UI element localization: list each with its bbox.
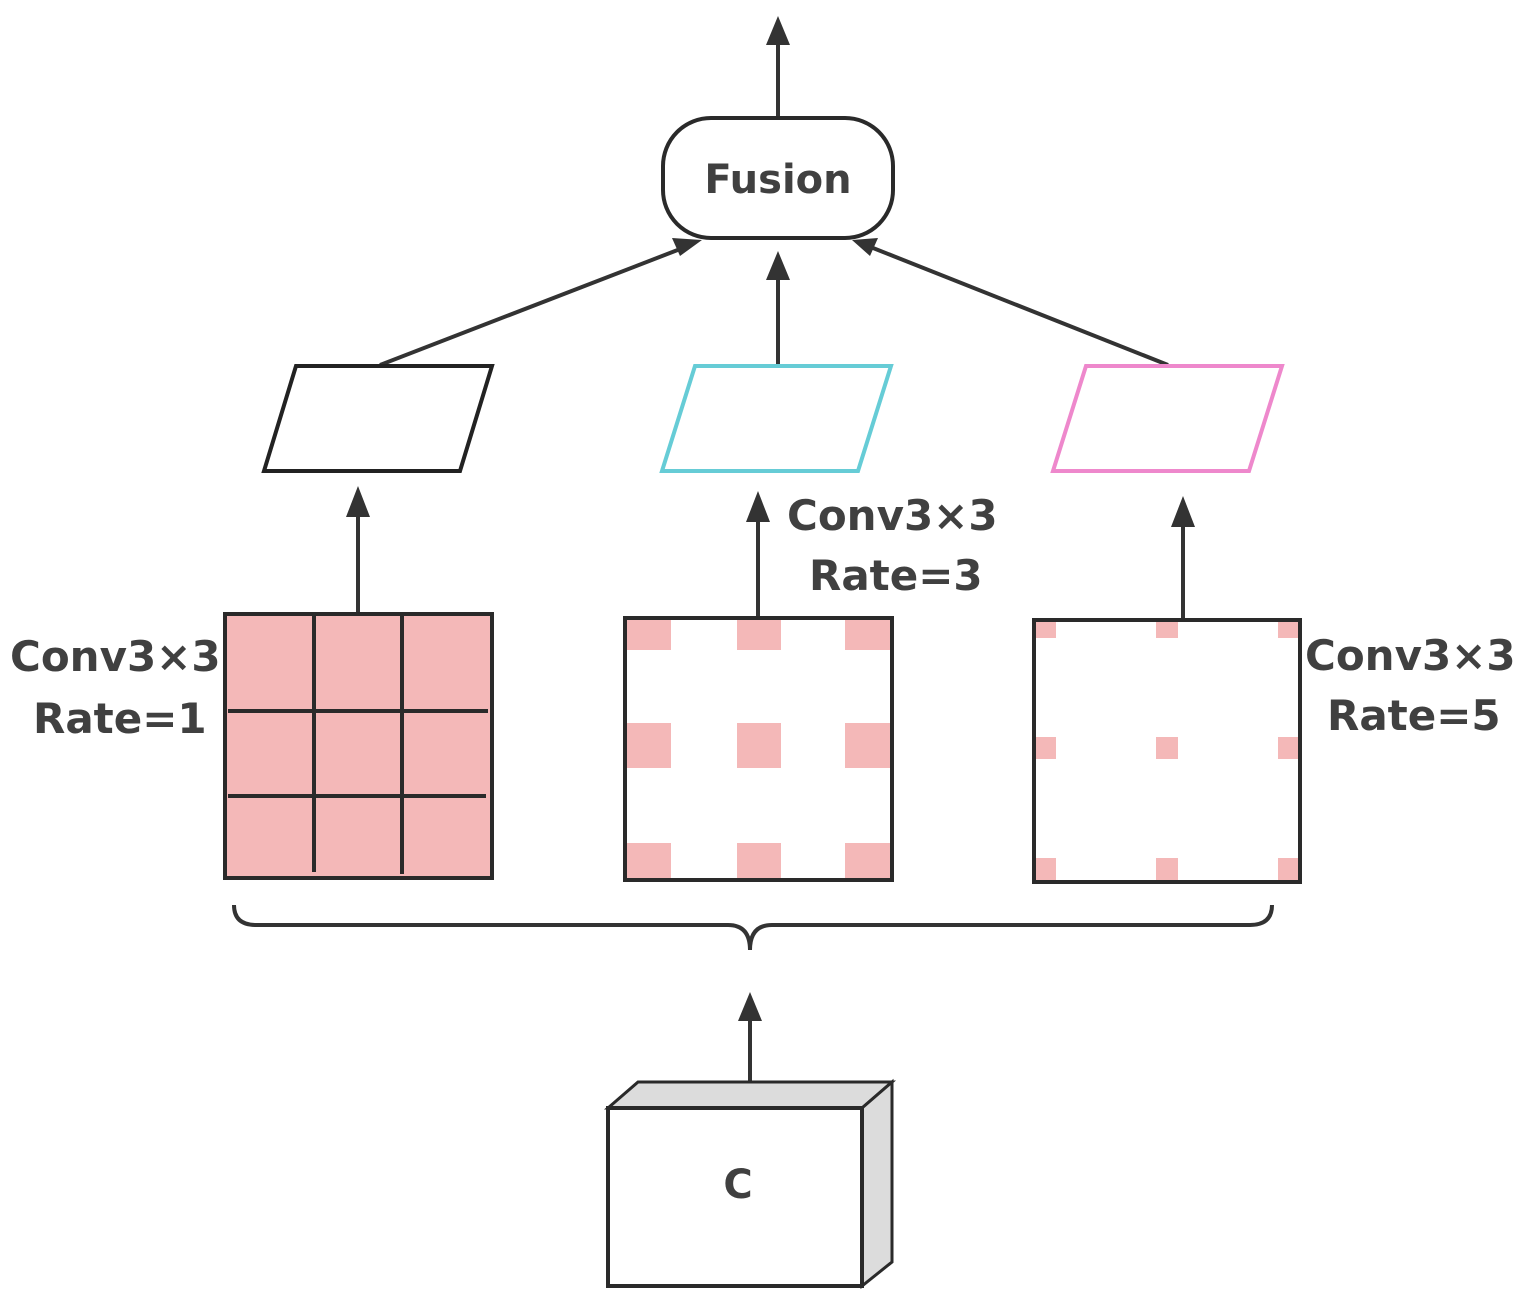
output-arrow	[766, 16, 790, 118]
fusion-label: Fusion	[704, 157, 851, 203]
branch1-conv-label: Conv3×3	[10, 632, 221, 681]
arrow-branch2-to-fusion	[766, 251, 790, 365]
arrow-kernel3-to-map3	[1171, 496, 1195, 620]
input-block: C	[603, 1078, 897, 1290]
feature-map-1	[261, 364, 495, 473]
kernel-rate-3	[623, 616, 894, 882]
fusion-node: Fusion	[661, 116, 895, 240]
arrow-kernel2-to-map2	[746, 491, 770, 616]
branch2-rate-label: Rate=3	[809, 551, 983, 600]
branch3-rate-label: Rate=5	[1327, 691, 1501, 740]
feature-map-3	[1050, 364, 1285, 473]
branch-brace	[232, 904, 1274, 951]
branch3-conv-label: Conv3×3	[1305, 631, 1516, 680]
arrow-branch3-to-fusion	[852, 238, 1169, 367]
arrow-branch1-to-fusion	[379, 238, 702, 367]
branch1-rate-label: Rate=1	[33, 694, 207, 743]
input-label: C	[723, 1162, 752, 1208]
kernel-rate-1	[223, 612, 494, 880]
branch2-conv-label: Conv3×3	[787, 491, 998, 540]
kernel-rate-5	[1032, 618, 1302, 884]
arrow-kernel1-to-map1	[346, 486, 370, 612]
arrow-input-to-brace	[738, 992, 762, 1082]
feature-map-2	[659, 364, 894, 473]
